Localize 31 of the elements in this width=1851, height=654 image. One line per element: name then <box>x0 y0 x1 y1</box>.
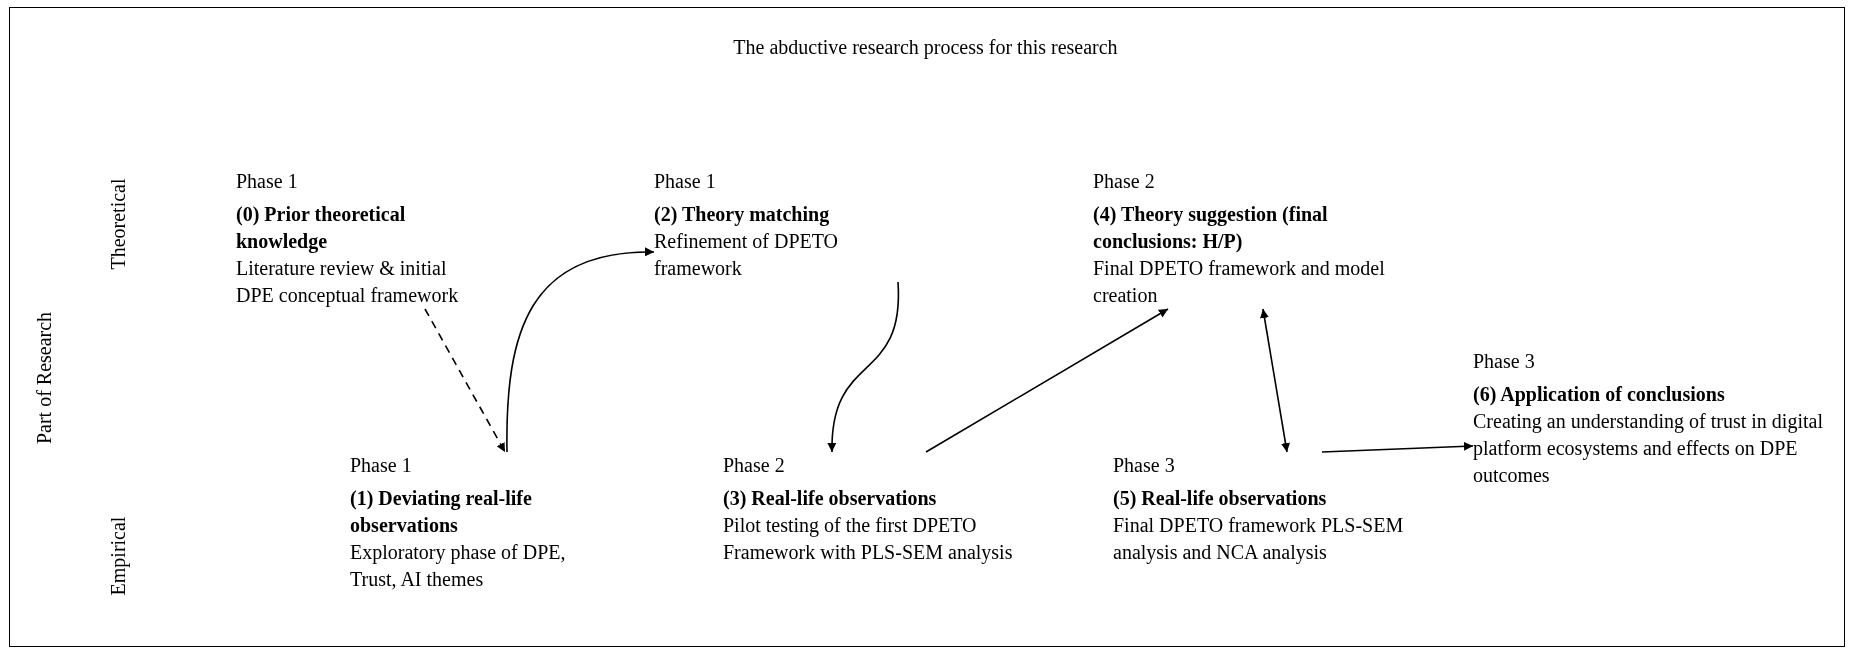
phase-label: Phase 1 <box>350 453 413 478</box>
arrow <box>1321 441 1474 453</box>
step-title: (0) Prior theoretical knowledge <box>236 202 407 255</box>
step-description: Final DPETO framework PLS-SEM analysis and NCA analysis <box>1113 513 1405 566</box>
step-title: (6) Application of conclusions <box>1473 382 1726 408</box>
axis-label: Theoretical <box>106 178 130 270</box>
step-description: Final DPETO framework and model creation <box>1093 256 1386 308</box>
step-title: (1) Deviating real-life observations <box>350 486 533 538</box>
phase-label: Phase 2 <box>723 453 786 478</box>
axis-label: Empirical <box>106 516 131 596</box>
step-title: (4) Theory suggestion (final conclusions: H/P) <box>1093 202 1329 255</box>
step-title: (3) Real-life observations <box>723 486 938 512</box>
step-title: (5) Real-life observations <box>1113 486 1328 512</box>
step-description: Pilot testing of the first DPETO Framework with PLS-SEM analysis <box>723 513 1014 566</box>
arrow <box>925 308 1169 453</box>
phase-label: Phase 2 <box>1093 169 1156 194</box>
arrow <box>506 247 655 453</box>
diagram-title: The abductive research process for this research <box>732 35 1119 61</box>
step-description: Exploratory phase of DPE, Trust, AI themes <box>350 540 567 592</box>
step-description: Creating an understanding of trust in digital platform ecosystems and effects on DPE outcomes <box>1473 409 1824 488</box>
step-description: Literature review & initial DPE conceptual framework <box>236 256 460 309</box>
phase-label: Phase 1 <box>654 169 717 194</box>
step-title: (2) Theory matching <box>654 202 831 228</box>
step-description: Refinement of DPETO framework <box>654 229 840 281</box>
axis-label: Part of Research <box>32 311 56 445</box>
phase-label: Phase 3 <box>1113 453 1176 478</box>
phase-label: Phase 3 <box>1473 349 1536 374</box>
arrow <box>1260 308 1290 453</box>
phase-label: Phase 1 <box>236 169 299 194</box>
arrow <box>827 281 899 453</box>
arrow <box>424 308 506 453</box>
